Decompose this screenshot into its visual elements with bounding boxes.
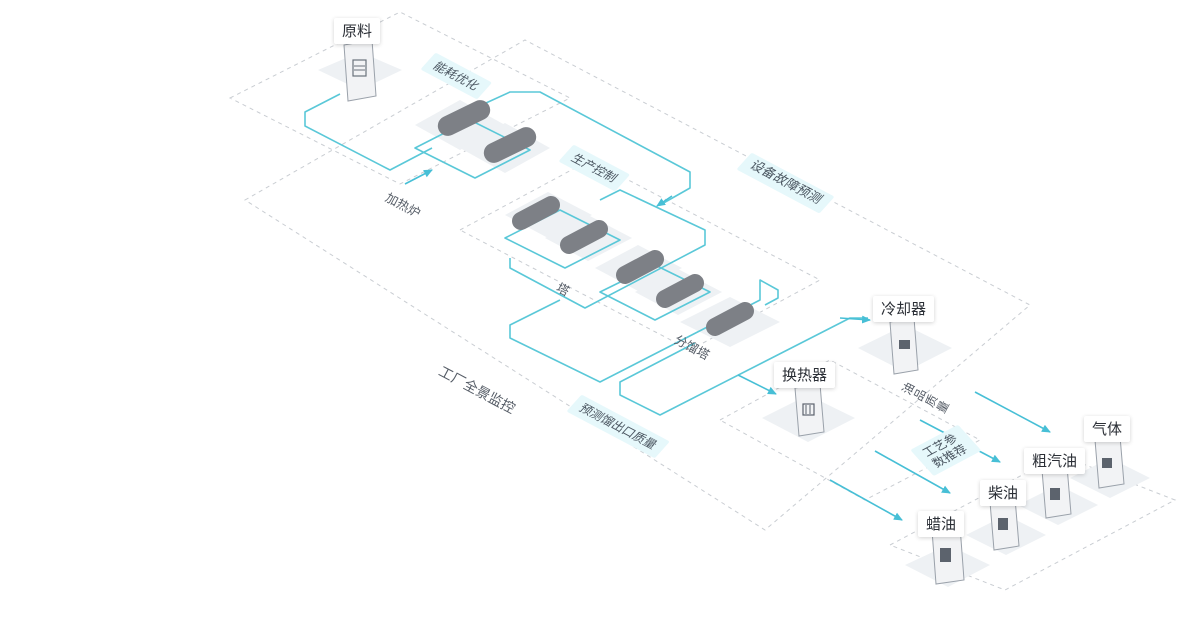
arrow-to-diesel [874, 450, 951, 494]
crude-gasoline-label: 粗汽油 [1024, 448, 1086, 474]
tower-vessel-icon [511, 196, 561, 230]
zone-feed-boundary [228, 11, 572, 185]
arrow-to-wax-oil [829, 479, 903, 521]
flow-fractionator-to-exchanger [619, 317, 868, 416]
gas-label: 气体 [1084, 416, 1131, 442]
feed-cabinet-icon [343, 39, 377, 102]
tower-vessel-icon [655, 274, 705, 308]
arrow-to-gas [974, 391, 1051, 433]
flow-feed-to-heater [304, 93, 433, 171]
diesel-label: 柴油 [980, 480, 1027, 506]
tower-vessel-icon [615, 250, 665, 284]
cooler-cabinet-icon [889, 317, 919, 375]
flow-towers-to-fractionator [509, 279, 779, 383]
arrow-to-tower [656, 195, 673, 207]
heater-vessel-icon [437, 100, 491, 136]
zone-exchanger-boundary [458, 159, 822, 351]
feed-label: 原料 [334, 18, 381, 44]
arrow-to-cooler [839, 315, 871, 324]
exchanger-cabinet-icon [794, 383, 825, 437]
tower-vessel-icon [559, 220, 609, 254]
gas-cabinet-icon [1094, 435, 1125, 489]
heater-vessel-icon [483, 127, 537, 163]
arrow-to-exchanger [737, 374, 777, 395]
flow-tower-manifold [509, 189, 706, 309]
arrow-to-heater [404, 169, 433, 185]
wax-oil-label: 蜡油 [918, 511, 965, 537]
fractionator-vessel-icon [705, 302, 755, 336]
heat-exchanger-label: 换热器 [774, 362, 836, 388]
flow-heater-to-towers [474, 91, 691, 206]
cooler-label: 冷却器 [873, 296, 935, 322]
